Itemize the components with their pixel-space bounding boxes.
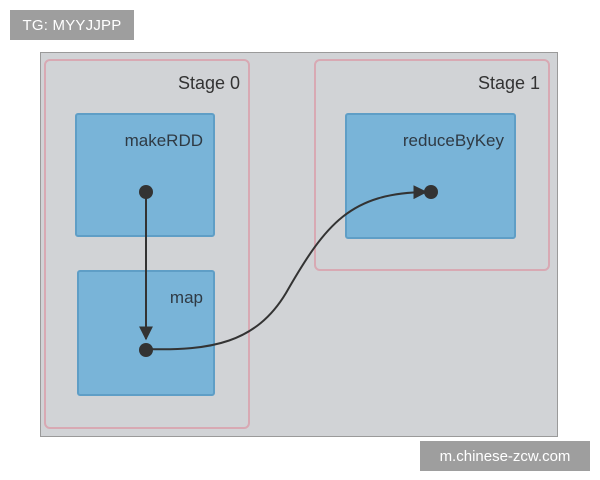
edge-map-to-reducebykey [145, 185, 428, 351]
rdd-makerdd-label: makeRDD [124, 131, 203, 150]
stage-1-label: Stage 1 [477, 73, 540, 93]
watermark-top: TG: MYYJJPP [10, 10, 134, 40]
rdd-reducebykey-node[interactable]: reduceByKey [345, 113, 516, 239]
rdd-map-label: map [169, 288, 203, 307]
dot-reducebykey [424, 185, 438, 199]
dot-makerdd [139, 185, 153, 199]
rdd-reducebykey-label: reduceByKey [402, 131, 504, 150]
stage-0-label: Stage 0 [177, 73, 240, 93]
stage-1-box[interactable]: Stage 1 [314, 59, 550, 271]
dot-map [139, 343, 153, 357]
stage-0-box[interactable]: Stage 0 [44, 59, 250, 429]
dag-canvas: Stage 0 Stage 1 makeRDD map reduceByKey [40, 52, 558, 437]
dag-edges [139, 185, 438, 357]
watermark-bottom: m.chinese-zcw.com [420, 441, 590, 471]
